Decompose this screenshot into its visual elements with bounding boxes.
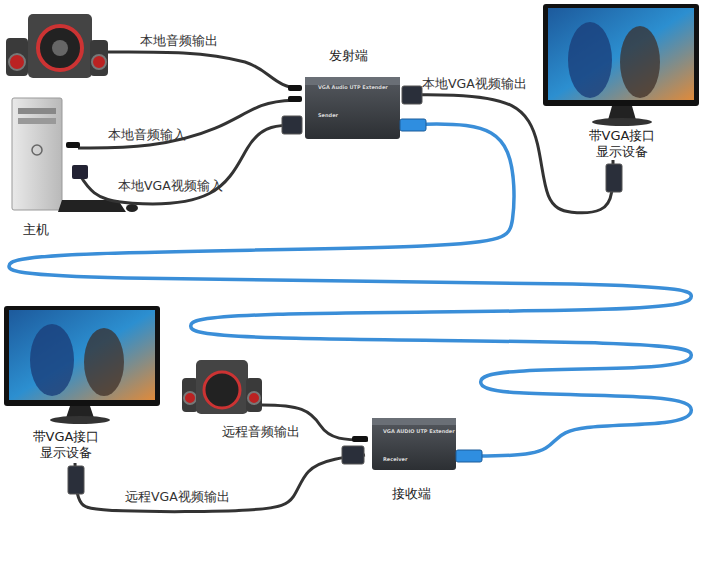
- speaker-subwoofer: [196, 360, 248, 414]
- cable-label: Sender: [318, 112, 338, 118]
- device-label: 发射端: [318, 48, 378, 64]
- signal-cable: [75, 455, 365, 512]
- device-node: 主机: [0, 92, 78, 244]
- cable-label: 远程VGA视频输出: [125, 489, 230, 504]
- audio-jack: [66, 142, 80, 148]
- device-node: 接收端: [365, 412, 465, 504]
- cable-label: 本地VGA视频输出: [422, 76, 527, 91]
- sender-device: [305, 77, 400, 139]
- device-label: 带VGA接口 显示设备: [28, 429, 104, 461]
- drive-bay: [18, 118, 56, 124]
- monitor-bezel: [4, 306, 160, 406]
- speaker-cone: [52, 40, 68, 56]
- cable-label: VGA Audio UTP Extender: [318, 84, 388, 90]
- cable-label: 远程音频输出: [222, 424, 300, 439]
- monitor-screen: [9, 310, 155, 400]
- monitor-base: [592, 118, 652, 126]
- cable-label: Receiver: [383, 456, 407, 462]
- plug-layer: [66, 85, 622, 494]
- speaker-cone: [184, 392, 196, 404]
- vga-plug: [68, 466, 84, 494]
- speaker-satellite: [6, 38, 28, 76]
- device-illustrations: [4, 4, 699, 470]
- connector-layer: [9, 95, 691, 512]
- pc-logo: [32, 145, 42, 155]
- screen-figure: [568, 22, 612, 98]
- monitor-stand: [608, 106, 636, 120]
- vga-plug: [402, 86, 422, 104]
- drive-bay: [18, 108, 56, 114]
- speaker-satellite: [182, 378, 198, 412]
- device-top: [372, 418, 456, 425]
- pc-tower: [12, 98, 62, 210]
- vga-plug: [282, 116, 302, 134]
- device-top: [305, 77, 400, 85]
- device-label: 接收端: [381, 486, 441, 502]
- signal-cable: [78, 125, 300, 204]
- mouse: [126, 204, 138, 212]
- audio-jack: [352, 436, 368, 442]
- device-node: 带VGA接口 显示设备: [0, 305, 165, 463]
- speaker-cone: [9, 54, 25, 70]
- speaker-satellite: [90, 40, 108, 76]
- monitor-screen: [548, 8, 694, 100]
- vga-plug: [606, 164, 622, 192]
- screen-figure: [620, 26, 660, 98]
- rj45-plug: [400, 119, 426, 131]
- speaker-cone: [204, 372, 240, 408]
- speaker-cone: [38, 26, 82, 70]
- device-node: 带VGA接口 显示设备: [540, 2, 704, 160]
- audio-jack: [288, 96, 302, 102]
- device-label: 带VGA接口 显示设备: [584, 128, 660, 160]
- cable-label: 本地音频输入: [108, 127, 186, 142]
- vga-plug: [342, 446, 364, 464]
- monitor-bezel: [543, 4, 699, 106]
- cable-label: VGA AUDIO UTP Extender: [383, 428, 455, 434]
- cable-label: 本地音频输出: [140, 33, 218, 48]
- receiver-device: [372, 418, 456, 470]
- vga-plug: [72, 165, 88, 179]
- audio-jack: [288, 85, 302, 91]
- speaker-satellite: [246, 378, 262, 412]
- audio-wire: [95, 52, 300, 88]
- device-label: 主机: [6, 222, 66, 238]
- speaker-subwoofer: [28, 14, 92, 78]
- network-cable: [9, 124, 691, 456]
- device-node: 发射端: [300, 48, 402, 142]
- speaker-cone: [92, 55, 106, 69]
- screen-figure: [84, 328, 124, 396]
- screen-figure: [30, 324, 74, 396]
- cable-label: 本地VGA视频输入: [118, 178, 223, 193]
- signal-cable: [78, 100, 300, 148]
- rj45-plug: [456, 450, 482, 462]
- monitor-base: [50, 416, 110, 424]
- speaker-cone: [248, 392, 260, 404]
